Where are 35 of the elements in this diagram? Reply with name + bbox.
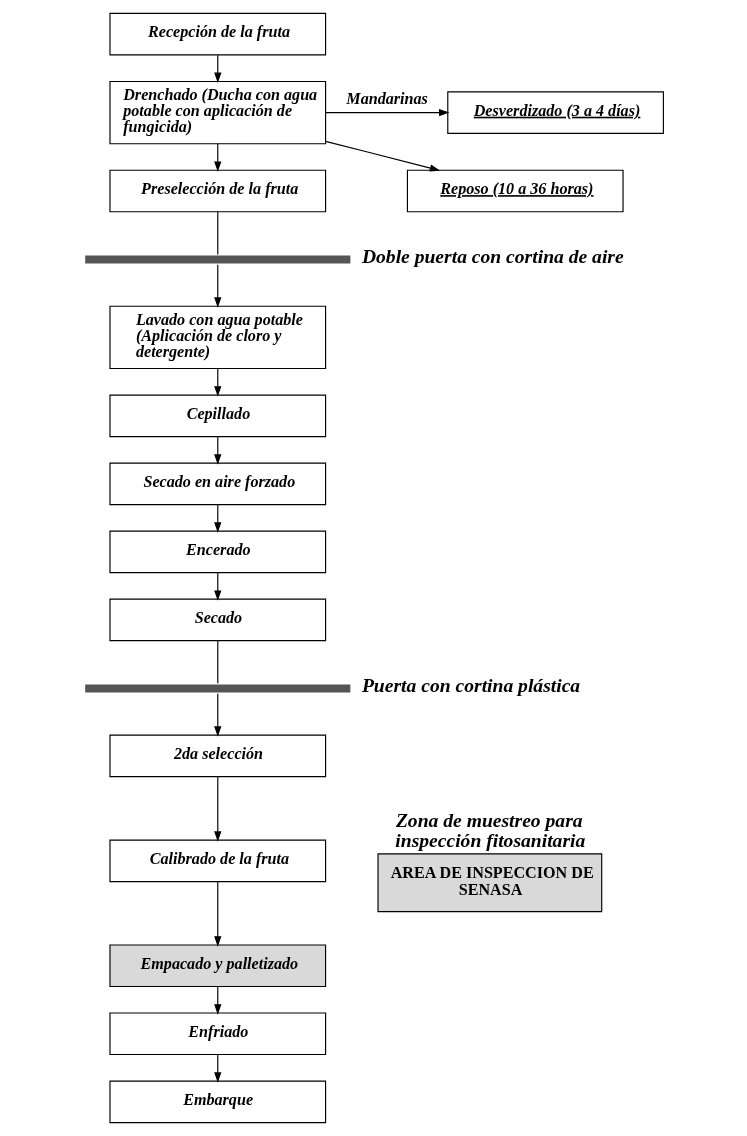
arrow [213, 436, 221, 465]
node-box: 2da selección [108, 734, 326, 778]
node-bar [84, 684, 350, 693]
node-box: Embarque [108, 1080, 326, 1124]
node-box: Preselección de la fruta [108, 169, 326, 213]
node-box: Reposo (10 a 36 horas) [406, 169, 624, 213]
arrow [213, 881, 221, 947]
node-box: Secado [108, 598, 326, 642]
node-label: Doble puerta con cortina de aire [361, 246, 624, 268]
node-box: Cepillado [108, 394, 326, 438]
node-box: Empacado y palletizado [108, 944, 326, 988]
node-box: Drenchado (Ducha con agua potable con aplicación de fungicida) [108, 80, 326, 145]
node-box: Recepción de la fruta [108, 12, 326, 56]
arrow [324, 140, 440, 172]
connector [216, 640, 218, 684]
arrow [213, 776, 221, 842]
arrow [324, 108, 449, 117]
arrow [213, 264, 221, 308]
arrow [213, 693, 221, 737]
arrow [213, 1054, 221, 1083]
node-label: Puerta con cortina plástica [361, 675, 580, 697]
node-label: Zona de muestreo para inspección fitosanitaria [394, 809, 585, 851]
node-box: Secado en aire forzado [108, 462, 326, 506]
connector [216, 211, 218, 255]
node-box: Encerado [108, 530, 326, 574]
arrow [213, 504, 221, 533]
arrow [213, 986, 221, 1015]
node-box: Calibrado de la fruta [108, 839, 326, 883]
edge-label: Mandarinas [345, 89, 428, 107]
node-box: Enfriado [108, 1012, 326, 1056]
node-box: Desverdizado (3 a 4 días) [446, 91, 664, 134]
node-bar [84, 255, 350, 264]
arrow [213, 572, 221, 601]
arrow [213, 54, 221, 83]
node-box: Lavado con agua potable (Aplicación de cloro y detergente) [108, 305, 326, 370]
